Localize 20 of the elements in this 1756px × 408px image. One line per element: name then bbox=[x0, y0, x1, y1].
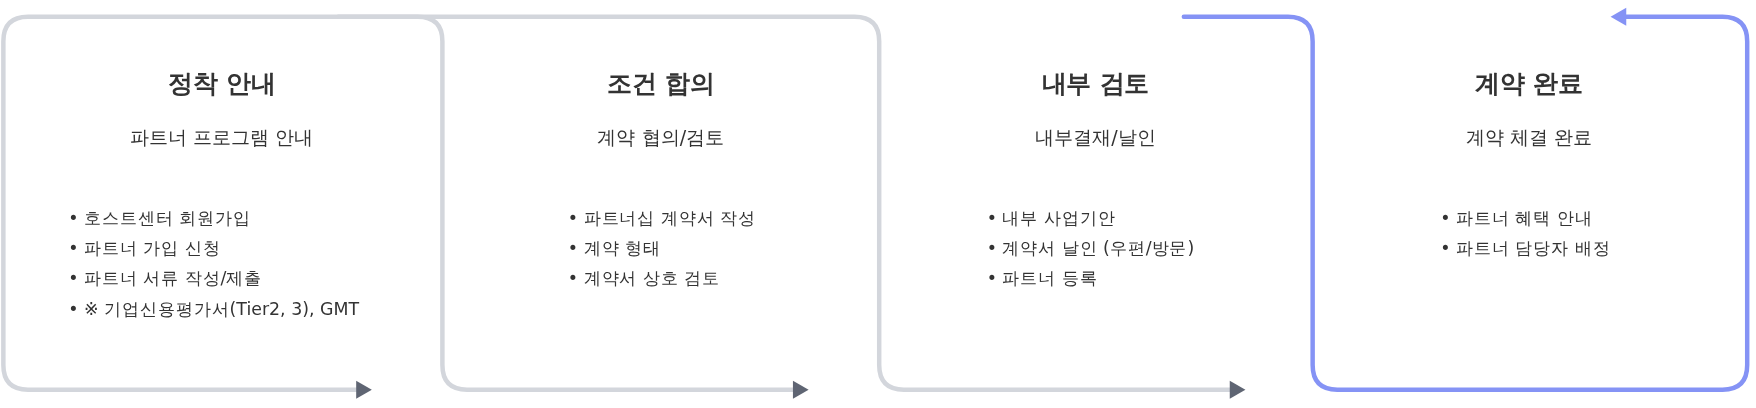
bullet-item: • 계약서 날인 (우편/방문) bbox=[986, 237, 1195, 261]
bullet-item: • 계약서 상호 검토 bbox=[567, 267, 722, 291]
bullet-item: • 호스트센터 회원가입 bbox=[68, 207, 252, 231]
step-title: 조건 합의 bbox=[606, 68, 716, 100]
bullet-item: • 계약 형태 bbox=[567, 237, 662, 261]
step-subtitle: 계약 체결 완료 bbox=[1464, 125, 1593, 151]
bullet-item: • 파트너십 계약서 작성 bbox=[567, 207, 756, 231]
bullet-item: • 파트너 혜택 안내 bbox=[1440, 207, 1594, 231]
step-subtitle: 계약 협의/검토 bbox=[596, 125, 726, 151]
bullet-item: • 파트너 서류 작성/제출 bbox=[68, 267, 264, 291]
step-subtitle: 내부결재/날인 bbox=[1034, 125, 1157, 151]
bullet-item: • ※ 기업신용평가서(Tier2, 3), GMT bbox=[68, 298, 360, 322]
step-title: 내부 검토 bbox=[1040, 68, 1150, 100]
step-title: 정착 안내 bbox=[167, 68, 277, 100]
step-subtitle: 파트너 프로그램 안내 bbox=[129, 125, 315, 151]
bullet-item: • 파트너 가입 신청 bbox=[68, 237, 222, 261]
bullet-item: • 파트너 담당자 배정 bbox=[1440, 237, 1611, 261]
step-title: 계약 완료 bbox=[1474, 68, 1584, 100]
bullet-item: • 파트너 등록 bbox=[986, 267, 1099, 291]
bullet-item: • 내부 사업기안 bbox=[986, 207, 1117, 231]
